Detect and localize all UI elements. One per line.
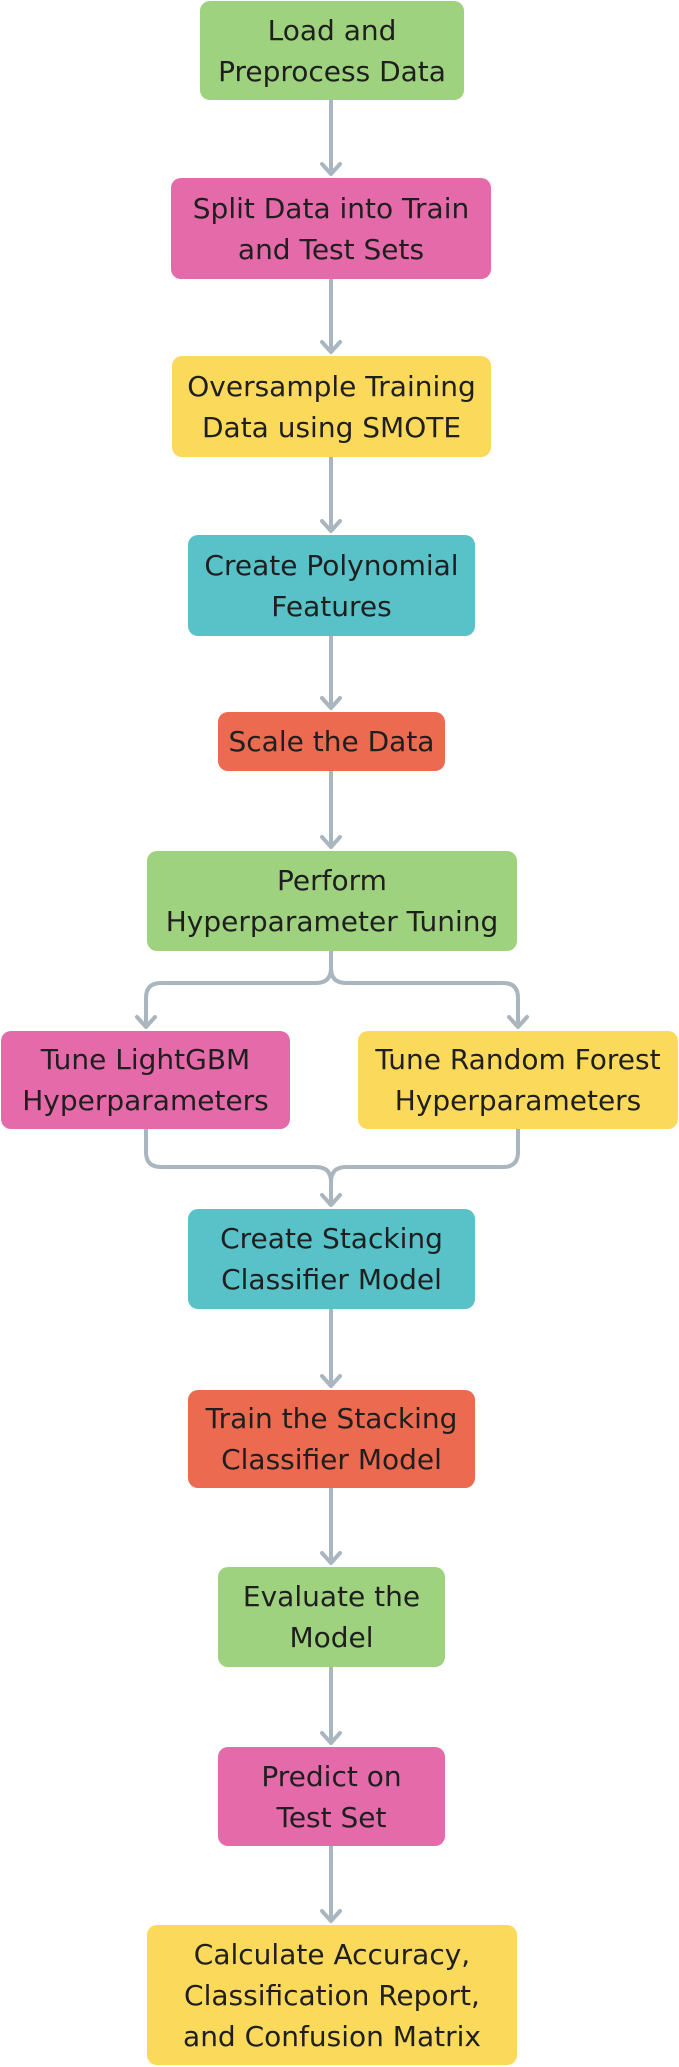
arrow-head [320, 1551, 342, 1565]
arrow-head [320, 1193, 342, 1207]
arrow-head [507, 1015, 529, 1029]
arrow-head [320, 340, 342, 354]
arrow-tuning-to-random-forest [329, 950, 520, 1028]
arrow-head [320, 835, 342, 849]
arrow-random-forest-to-stacking [329, 1128, 520, 1206]
step-load-preprocess: Load and Preprocess Data [200, 1, 464, 100]
step-train-stacking-classifier: Train the Stacking Classifier Model [188, 1390, 475, 1488]
step-split-data: Split Data into Train and Test Sets [171, 178, 491, 279]
arrow-lightgbm-to-stacking [144, 1128, 333, 1206]
step-oversample-smote: Oversample Training Data using SMOTE [172, 356, 491, 457]
step-predict-test-set: Predict on Test Set [218, 1747, 445, 1846]
step-tune-lightgbm: Tune LightGBM Hyperparameters [1, 1031, 290, 1129]
arrow-head [320, 696, 342, 710]
step-calculate-metrics: Calculate Accuracy, Classification Repor… [147, 1925, 517, 2065]
arrow-tuning-to-lightgbm [144, 950, 333, 1028]
step-tune-random-forest: Tune Random Forest Hyperparameters [358, 1031, 678, 1129]
step-create-stacking-classifier: Create Stacking Classifier Model [188, 1209, 475, 1309]
step-hyperparameter-tuning: Perform Hyperparameter Tuning [147, 851, 517, 951]
step-scale-data: Scale the Data [218, 712, 445, 771]
arrow-head [320, 519, 342, 533]
step-evaluate-model: Evaluate the Model [218, 1567, 445, 1667]
step-create-polynomial-features: Create Polynomial Features [188, 535, 475, 636]
arrow-head [320, 162, 342, 176]
arrow-head [320, 1374, 342, 1388]
arrow-head [320, 1731, 342, 1745]
arrow-head [135, 1015, 157, 1029]
arrow-head [320, 1909, 342, 1923]
